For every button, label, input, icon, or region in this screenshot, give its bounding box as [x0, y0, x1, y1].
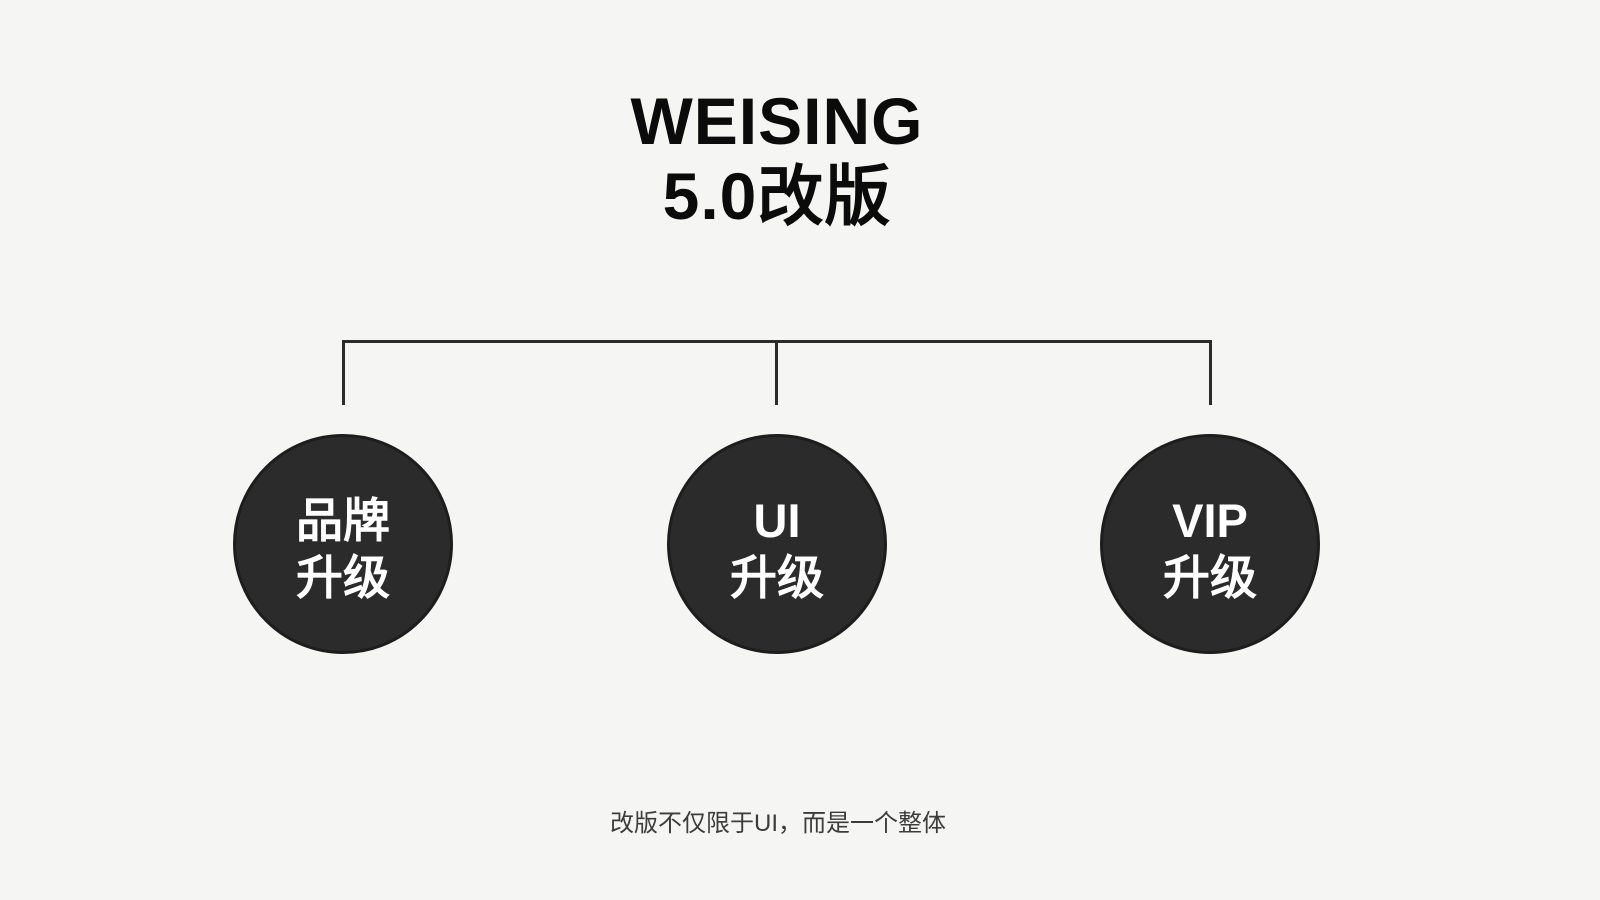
node-ui-label-line1: UI: [753, 494, 801, 547]
footnote-caption: 改版不仅限于UI，而是一个整体: [610, 810, 946, 837]
node-vip-label-line2: 升级: [1163, 551, 1257, 604]
page-title: WEISING 5.0改版: [630, 84, 923, 234]
node-vip-upgrade: VIP 升级: [1100, 434, 1320, 654]
node-brand-label-line2: 升级: [296, 551, 390, 604]
node-brand-upgrade: 品牌 升级: [233, 434, 453, 654]
connector-vertical-middle: [775, 340, 778, 405]
title-line-2: 5.0改版: [662, 159, 892, 233]
title-line-1: WEISING: [630, 84, 924, 158]
node-brand-label-line1: 品牌: [296, 494, 390, 547]
node-vip-label-line1: VIP: [1172, 494, 1248, 547]
node-ui-upgrade: UI 升级: [667, 434, 887, 654]
connector-vertical-left: [342, 340, 345, 405]
node-ui-label-line2: 升级: [730, 551, 824, 604]
connector-vertical-right: [1209, 340, 1212, 405]
